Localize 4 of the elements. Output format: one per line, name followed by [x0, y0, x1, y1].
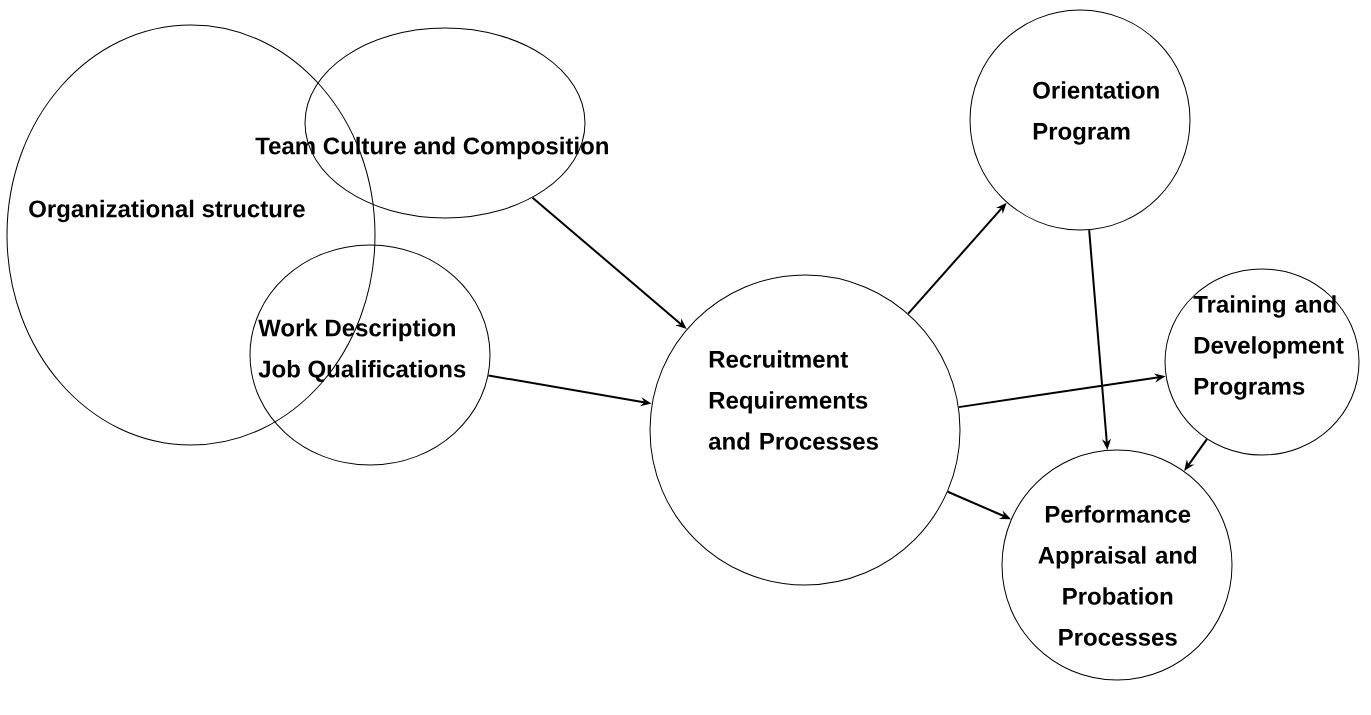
- circle-node: Orientation Program: [969, 9, 1191, 231]
- circle-node: Recruitment Requirements and Processes: [649, 274, 961, 586]
- circle-node: Training and Development Programs: [1164, 268, 1360, 456]
- circle-node: Performance Appraisal and Probation Processes: [1001, 449, 1233, 681]
